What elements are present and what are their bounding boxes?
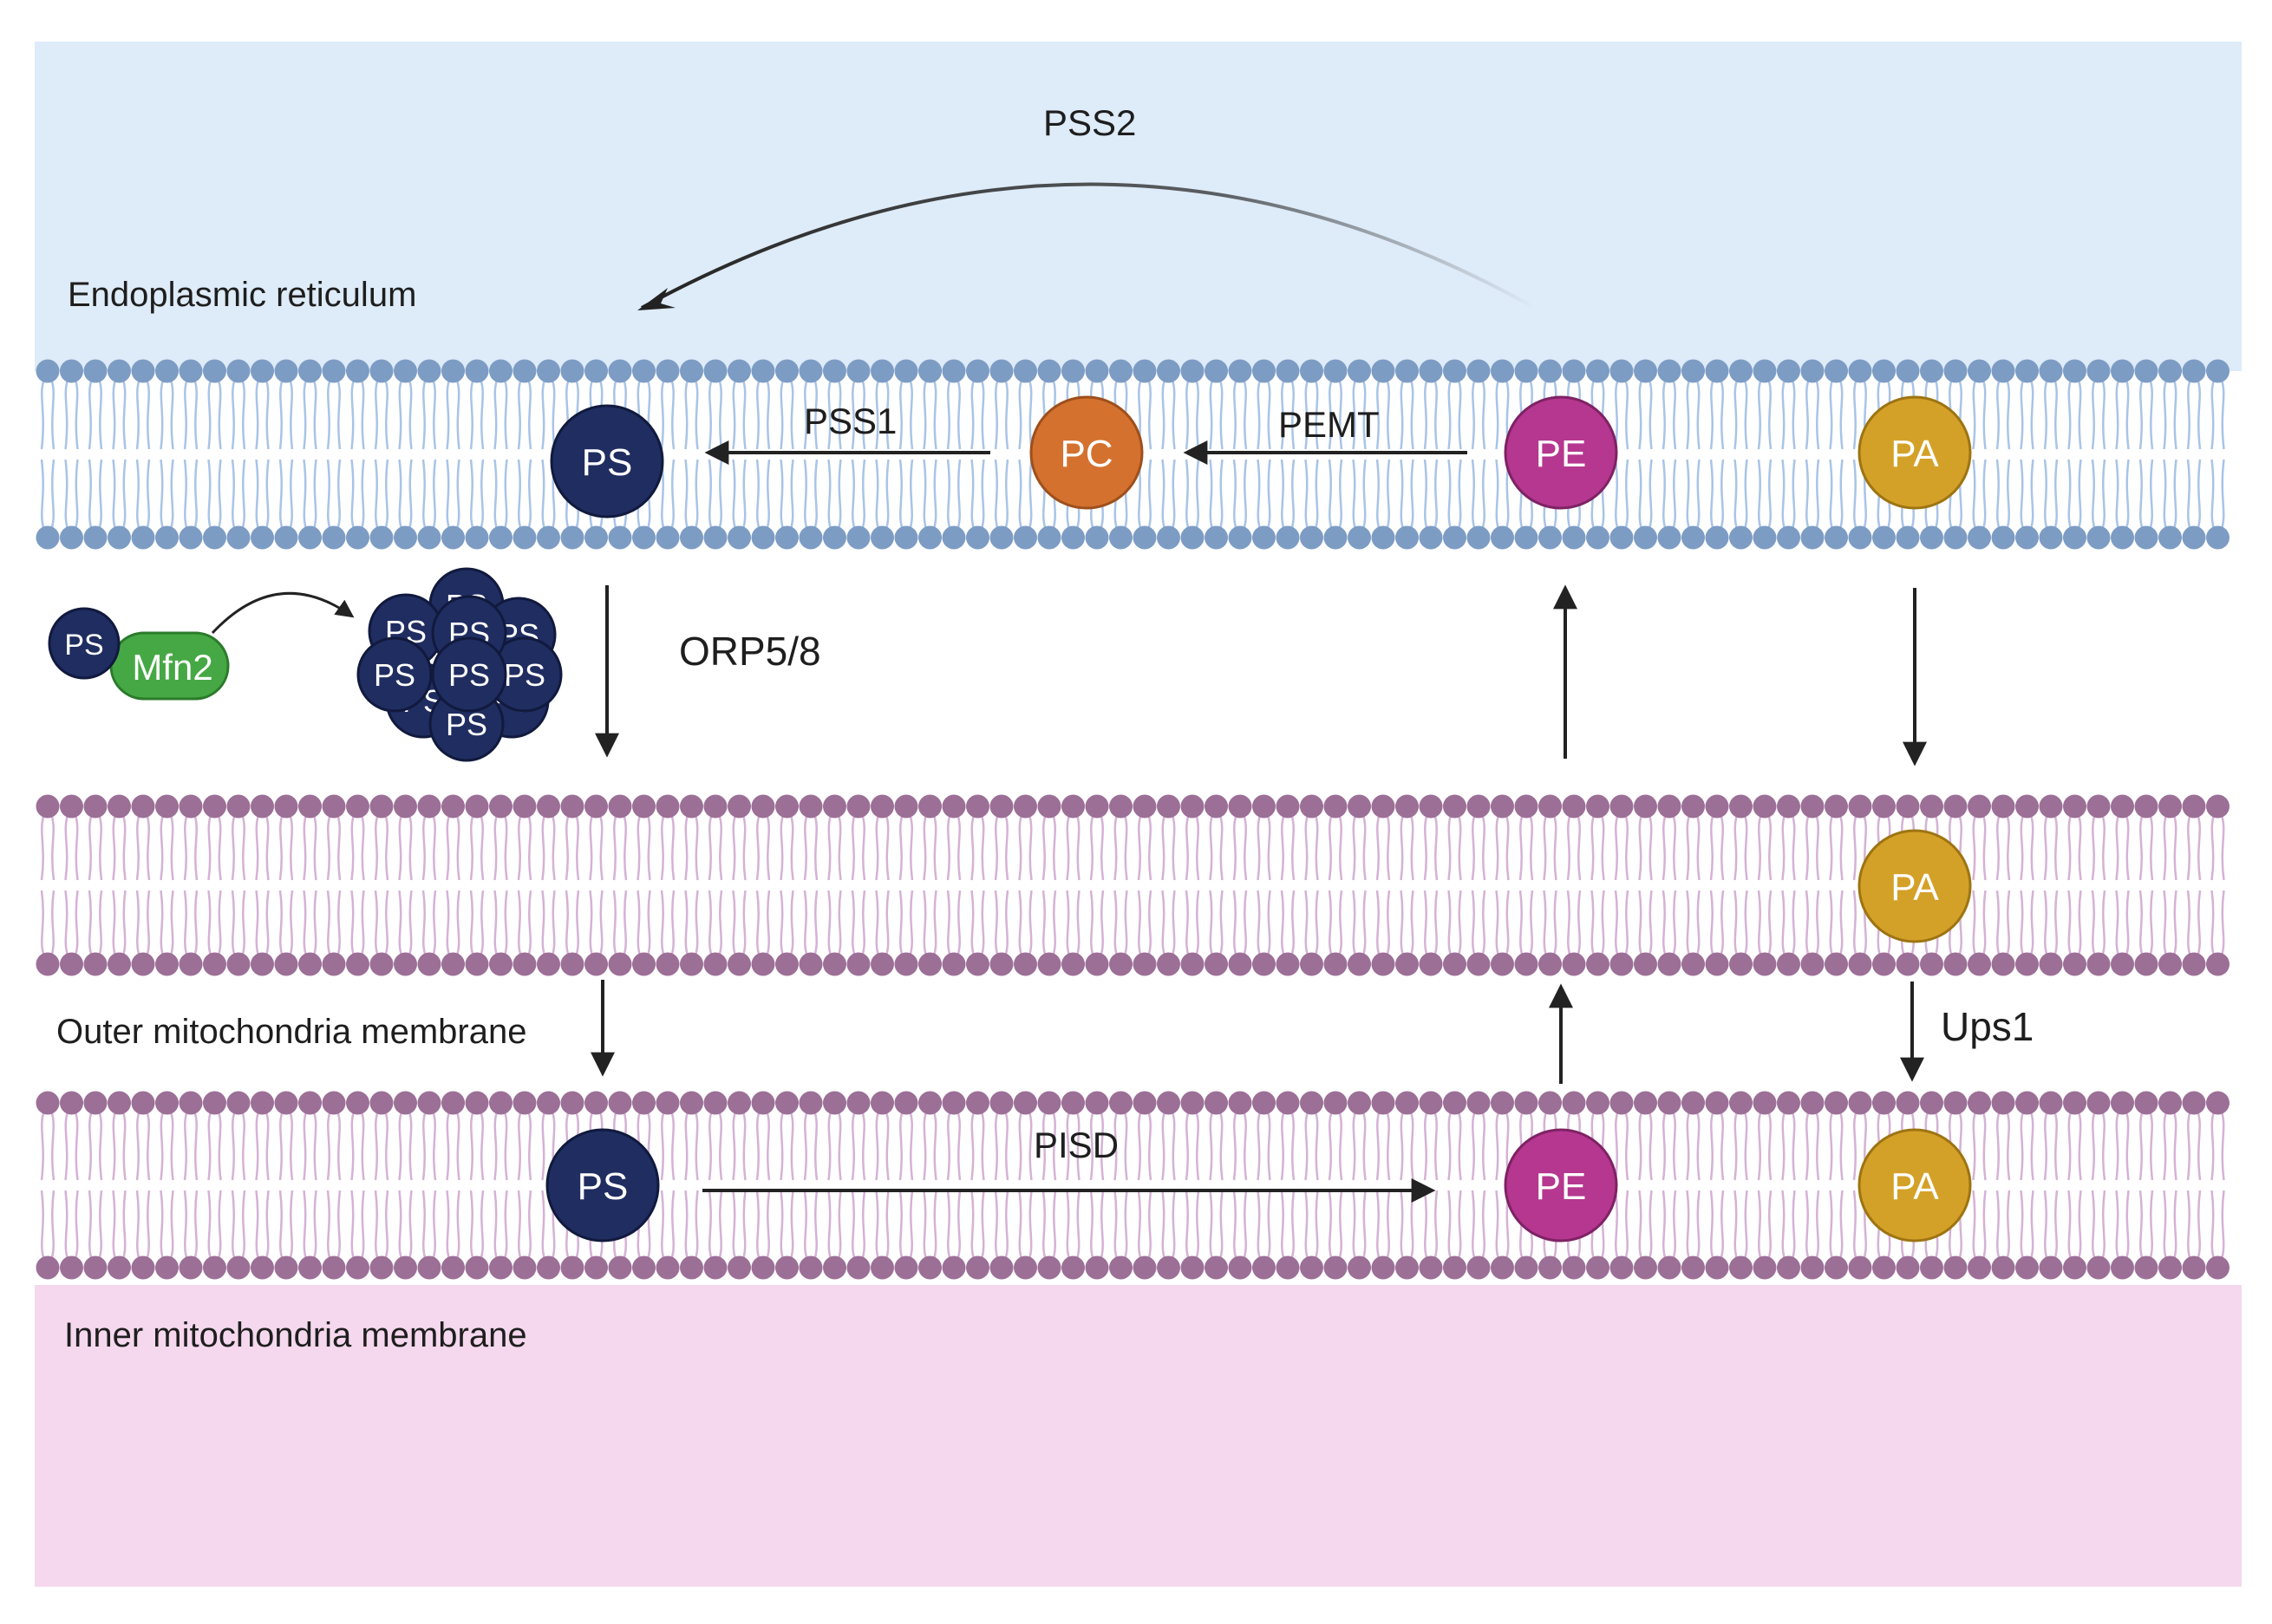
- pa-er-lipid: PA: [1857, 395, 1972, 510]
- pss2-label: PSS2: [1043, 102, 1137, 143]
- pe-er-lipid: PE: [1504, 395, 1618, 510]
- inner-mito-membrane-tails: [40, 1112, 2225, 1258]
- svg-text:PS: PS: [64, 629, 103, 662]
- pa-inner-lipid: PA: [1857, 1128, 1972, 1242]
- pss2-arrowhead: [637, 288, 676, 310]
- svg-text:PS: PS: [448, 657, 490, 693]
- pisd-label: PISD: [1034, 1125, 1120, 1165]
- svg-text:PS: PS: [582, 441, 633, 484]
- outer-mito-membrane-bottom-heads: [36, 952, 2230, 976]
- svg-text:PA: PA: [1890, 433, 1939, 475]
- mfn2-bound-ps: [48, 607, 121, 680]
- outer-mito-membrane: [36, 794, 2230, 976]
- ups1-label: Ups1: [1941, 1004, 2034, 1049]
- orp-label: ORP5/8: [679, 629, 821, 674]
- er-label: Endoplasmic reticulum: [68, 276, 417, 314]
- inner-mito-membrane-top-heads: [36, 1091, 2230, 1115]
- pss1-label: PSS1: [804, 401, 898, 441]
- er-membrane-tails: [40, 381, 2225, 528]
- outer-mito-membrane-top-heads: [36, 794, 2230, 819]
- er-membrane-bottom-heads: [36, 525, 2230, 550]
- svg-text:PS: PS: [374, 657, 415, 693]
- ps-cluster-molecule: PS: [431, 636, 507, 713]
- svg-text:PS: PS: [446, 707, 487, 742]
- ps-inner-lipid: PS: [545, 1128, 660, 1242]
- outer-mito-membrane-tails: [40, 816, 2225, 955]
- pss2-arrow: [641, 182, 1536, 310]
- svg-text:PA: PA: [1890, 1165, 1939, 1208]
- pe-inner-lipid: PE: [1504, 1128, 1618, 1242]
- ps-cluster-molecule: PS: [356, 636, 433, 713]
- ps-cluster: PSPSPSPSPSPSPSPSPSPS: [356, 567, 563, 762]
- svg-text:PE: PE: [1536, 1165, 1587, 1208]
- svg-text:Mfn2: Mfn2: [132, 647, 212, 688]
- membranes: [36, 359, 2230, 1280]
- ps-cluster-molecule: PS: [486, 636, 563, 713]
- mfn2-transfer-arrow: [211, 591, 355, 635]
- pemt-label: PEMT: [1278, 404, 1380, 445]
- inner-mito-membrane-bottom-heads: [36, 1256, 2230, 1280]
- svg-text:PS: PS: [578, 1165, 629, 1208]
- inner-membrane-label: Inner mitochondria membrane: [64, 1316, 527, 1354]
- mitochondrial-matrix: [35, 1285, 2242, 1587]
- outer-membrane-label: Outer mitochondria membrane: [56, 1013, 527, 1051]
- mfn2-ps-complex: Mfn2 PS: [48, 607, 230, 701]
- svg-text:PA: PA: [1890, 866, 1939, 909]
- er-membrane: [36, 359, 2230, 550]
- svg-text:PC: PC: [1060, 433, 1113, 475]
- ps-er-lipid: PS: [550, 404, 664, 519]
- pa-outer-lipid: PA: [1857, 829, 1972, 943]
- svg-text:PE: PE: [1536, 433, 1587, 475]
- er-lumen: [35, 42, 2242, 371]
- svg-text:PS: PS: [504, 657, 545, 693]
- pc-er-lipid: PC: [1029, 395, 1144, 510]
- er-membrane-top-heads: [36, 359, 2230, 383]
- inner-mito-membrane: [36, 1091, 2230, 1280]
